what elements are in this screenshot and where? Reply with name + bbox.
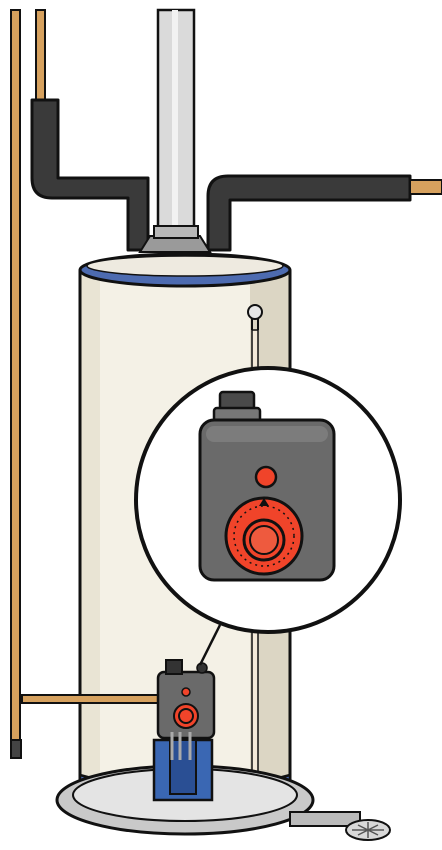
insulated-pipes <box>32 100 442 250</box>
pilot-light-indicator-icon <box>256 467 276 487</box>
flue-pipe <box>140 10 210 252</box>
floor-drain-icon <box>346 820 390 840</box>
temperature-dial-icon <box>226 498 302 574</box>
burner-access-panel <box>154 732 212 800</box>
